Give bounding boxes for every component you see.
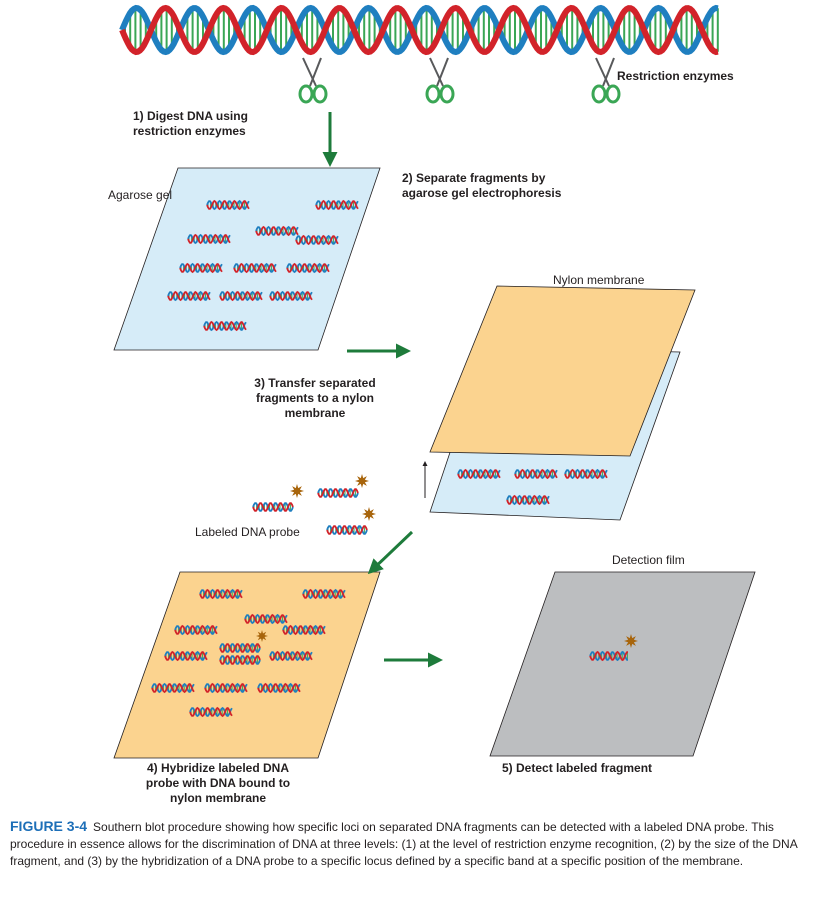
- step5-label: 5) Detect labeled fragment: [502, 761, 653, 775]
- step3-label: 3) Transfer separated fragments to a nyl…: [254, 376, 376, 420]
- figure-number: FIGURE 3-4: [10, 818, 88, 834]
- probe-star-icon: [362, 507, 376, 521]
- dna-double-helix: [119, 4, 719, 56]
- dna-fragment: [315, 199, 359, 211]
- dna-fragment: [257, 682, 301, 694]
- arrow-hybridize: [367, 530, 414, 575]
- dna-fragment: [326, 525, 368, 535]
- dna-fragment: [317, 488, 359, 498]
- dna-fragment: [167, 290, 211, 302]
- dna-fragment: [206, 199, 250, 211]
- restriction-enzyme-scissors: [298, 57, 621, 104]
- dna-fragment: [269, 290, 313, 302]
- dna-fragment: [269, 650, 313, 662]
- step1-label: 1) Digest DNA using restriction enzymes: [133, 109, 248, 138]
- dna-fragment: [282, 624, 326, 636]
- dna-fragment: [164, 650, 208, 662]
- probe-star-icon: [290, 484, 304, 498]
- dna-fragment: [564, 468, 608, 480]
- dna-fragment: [302, 588, 346, 600]
- detection-film: [489, 571, 756, 757]
- caption-text: Southern blot procedure showing how spec…: [10, 820, 798, 868]
- dna-fragment: [187, 233, 231, 245]
- dna-fragment: [457, 468, 501, 480]
- hybridized-fragments: [151, 588, 346, 718]
- dna-fragment: [203, 320, 247, 332]
- detection-film-label: Detection film: [612, 553, 685, 567]
- dna-fragment: [174, 624, 218, 636]
- probe-star-icon: [256, 630, 268, 642]
- dna-fragment: [219, 290, 263, 302]
- nylon-membrane: [429, 285, 696, 457]
- probe-star-icon: [355, 474, 369, 488]
- dna-fragment: [199, 588, 243, 600]
- dna-fragment: [189, 706, 233, 718]
- dna-fragment: [252, 502, 294, 512]
- dna-fragment: [295, 234, 339, 246]
- nylon-membrane-label: Nylon membrane: [553, 273, 645, 287]
- hybridized-membrane: [113, 571, 381, 759]
- dna-fragment: [506, 494, 550, 506]
- labeled-dna-probes: [252, 474, 376, 535]
- step2-label: 2) Separate fragments by agarose gel ele…: [402, 171, 562, 200]
- dna-fragment: [286, 262, 330, 274]
- probe-star-icon: [624, 634, 638, 648]
- agarose-gel-label: Agarose gel: [108, 188, 173, 202]
- gel-fragments: [167, 199, 359, 332]
- step4-label: 4) Hybridize labeled DNA probe with DNA …: [145, 761, 291, 805]
- restriction-enzymes-label: Restriction enzymes: [617, 69, 734, 83]
- dna-fragment: [244, 613, 288, 625]
- helix-strand-blue: [119, 4, 719, 56]
- agarose-gel: [113, 167, 381, 351]
- dna-fragment: [233, 262, 277, 274]
- labeled-probe-label: Labeled DNA probe: [195, 525, 300, 539]
- dna-fragment: [589, 650, 628, 662]
- dna-fragment: [255, 225, 299, 237]
- scissors-icon: [591, 57, 621, 104]
- dna-fragment: [514, 468, 558, 480]
- helix-strand-red: [119, 4, 719, 56]
- scissors-icon: [425, 57, 455, 104]
- scissors-icon: [298, 57, 328, 104]
- dna-fragment: [219, 655, 261, 665]
- detected-fragment: [589, 634, 638, 662]
- southern-blot-diagram: [113, 4, 756, 759]
- dna-fragment: [204, 682, 248, 694]
- transferred-fragments: [457, 468, 608, 506]
- dna-fragment: [151, 682, 195, 694]
- dna-fragment: [179, 262, 223, 274]
- dna-fragment: [219, 643, 261, 653]
